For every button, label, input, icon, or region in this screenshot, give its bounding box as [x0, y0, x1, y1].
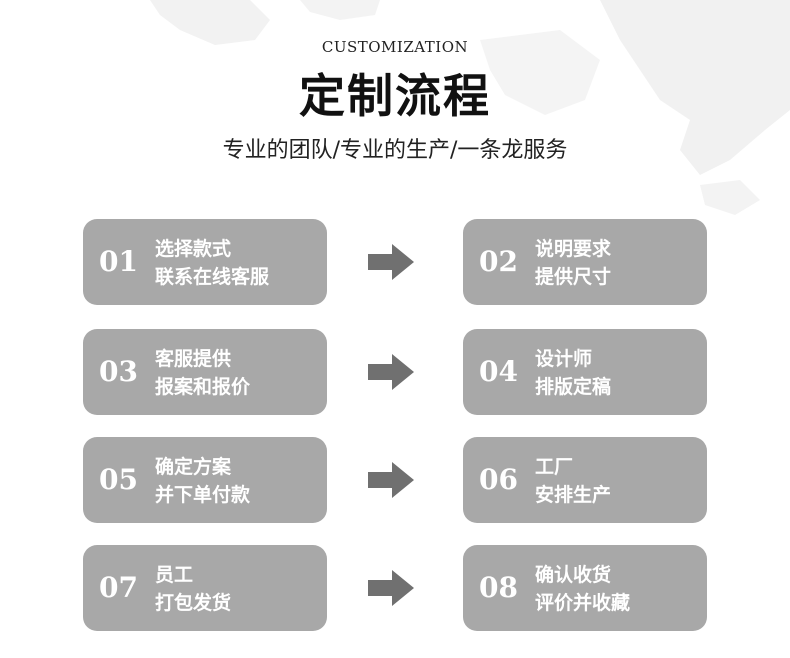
step-card-08: 08 确认收货 评价并收藏 [463, 545, 707, 631]
step-title: 客服提供 [155, 348, 232, 370]
step-card-04: 04 设计师 排版定稿 [463, 329, 707, 415]
step-detail: 报案和报价 [155, 376, 251, 398]
step-detail: 提供尺寸 [535, 266, 612, 288]
step-card-03: 03 客服提供 报案和报价 [83, 329, 327, 415]
arrow-right-icon [368, 244, 414, 280]
step-detail: 评价并收藏 [535, 592, 631, 614]
eyebrow-label: CUSTOMIZATION [321, 38, 469, 56]
page-title: 定制流程 [299, 69, 491, 123]
step-card-05: 05 确定方案 并下单付款 [83, 437, 327, 523]
step-detail: 排版定稿 [535, 376, 612, 398]
step-card-06: 06 工厂 安排生产 [463, 437, 707, 523]
step-number: 05 [99, 463, 138, 496]
step-title: 工厂 [535, 456, 574, 478]
step-title: 设计师 [535, 348, 593, 370]
step-card-01: 01 选择款式 联系在线客服 [83, 219, 327, 305]
step-number: 04 [479, 355, 518, 388]
step-detail: 打包发货 [155, 592, 232, 614]
step-title: 选择款式 [155, 238, 232, 260]
step-title: 说明要求 [535, 238, 612, 260]
step-title: 员工 [155, 564, 194, 586]
step-detail: 安排生产 [535, 484, 612, 506]
step-number: 07 [99, 571, 138, 604]
step-card-07: 07 员工 打包发货 [83, 545, 327, 631]
arrow-right-icon [368, 354, 414, 390]
step-card-02: 02 说明要求 提供尺寸 [463, 219, 707, 305]
step-title: 确定方案 [155, 456, 232, 478]
step-number: 03 [99, 355, 138, 388]
step-number: 08 [479, 571, 518, 604]
page-subtitle: 专业的团队/专业的生产/一条龙服务 [222, 138, 568, 163]
arrow-right-icon [368, 570, 414, 606]
step-title: 确认收货 [535, 564, 612, 586]
step-number: 02 [479, 245, 518, 278]
step-number: 01 [99, 245, 138, 278]
step-detail: 联系在线客服 [155, 266, 270, 288]
step-number: 06 [479, 463, 518, 496]
step-detail: 并下单付款 [155, 484, 251, 506]
arrow-right-icon [368, 462, 414, 498]
